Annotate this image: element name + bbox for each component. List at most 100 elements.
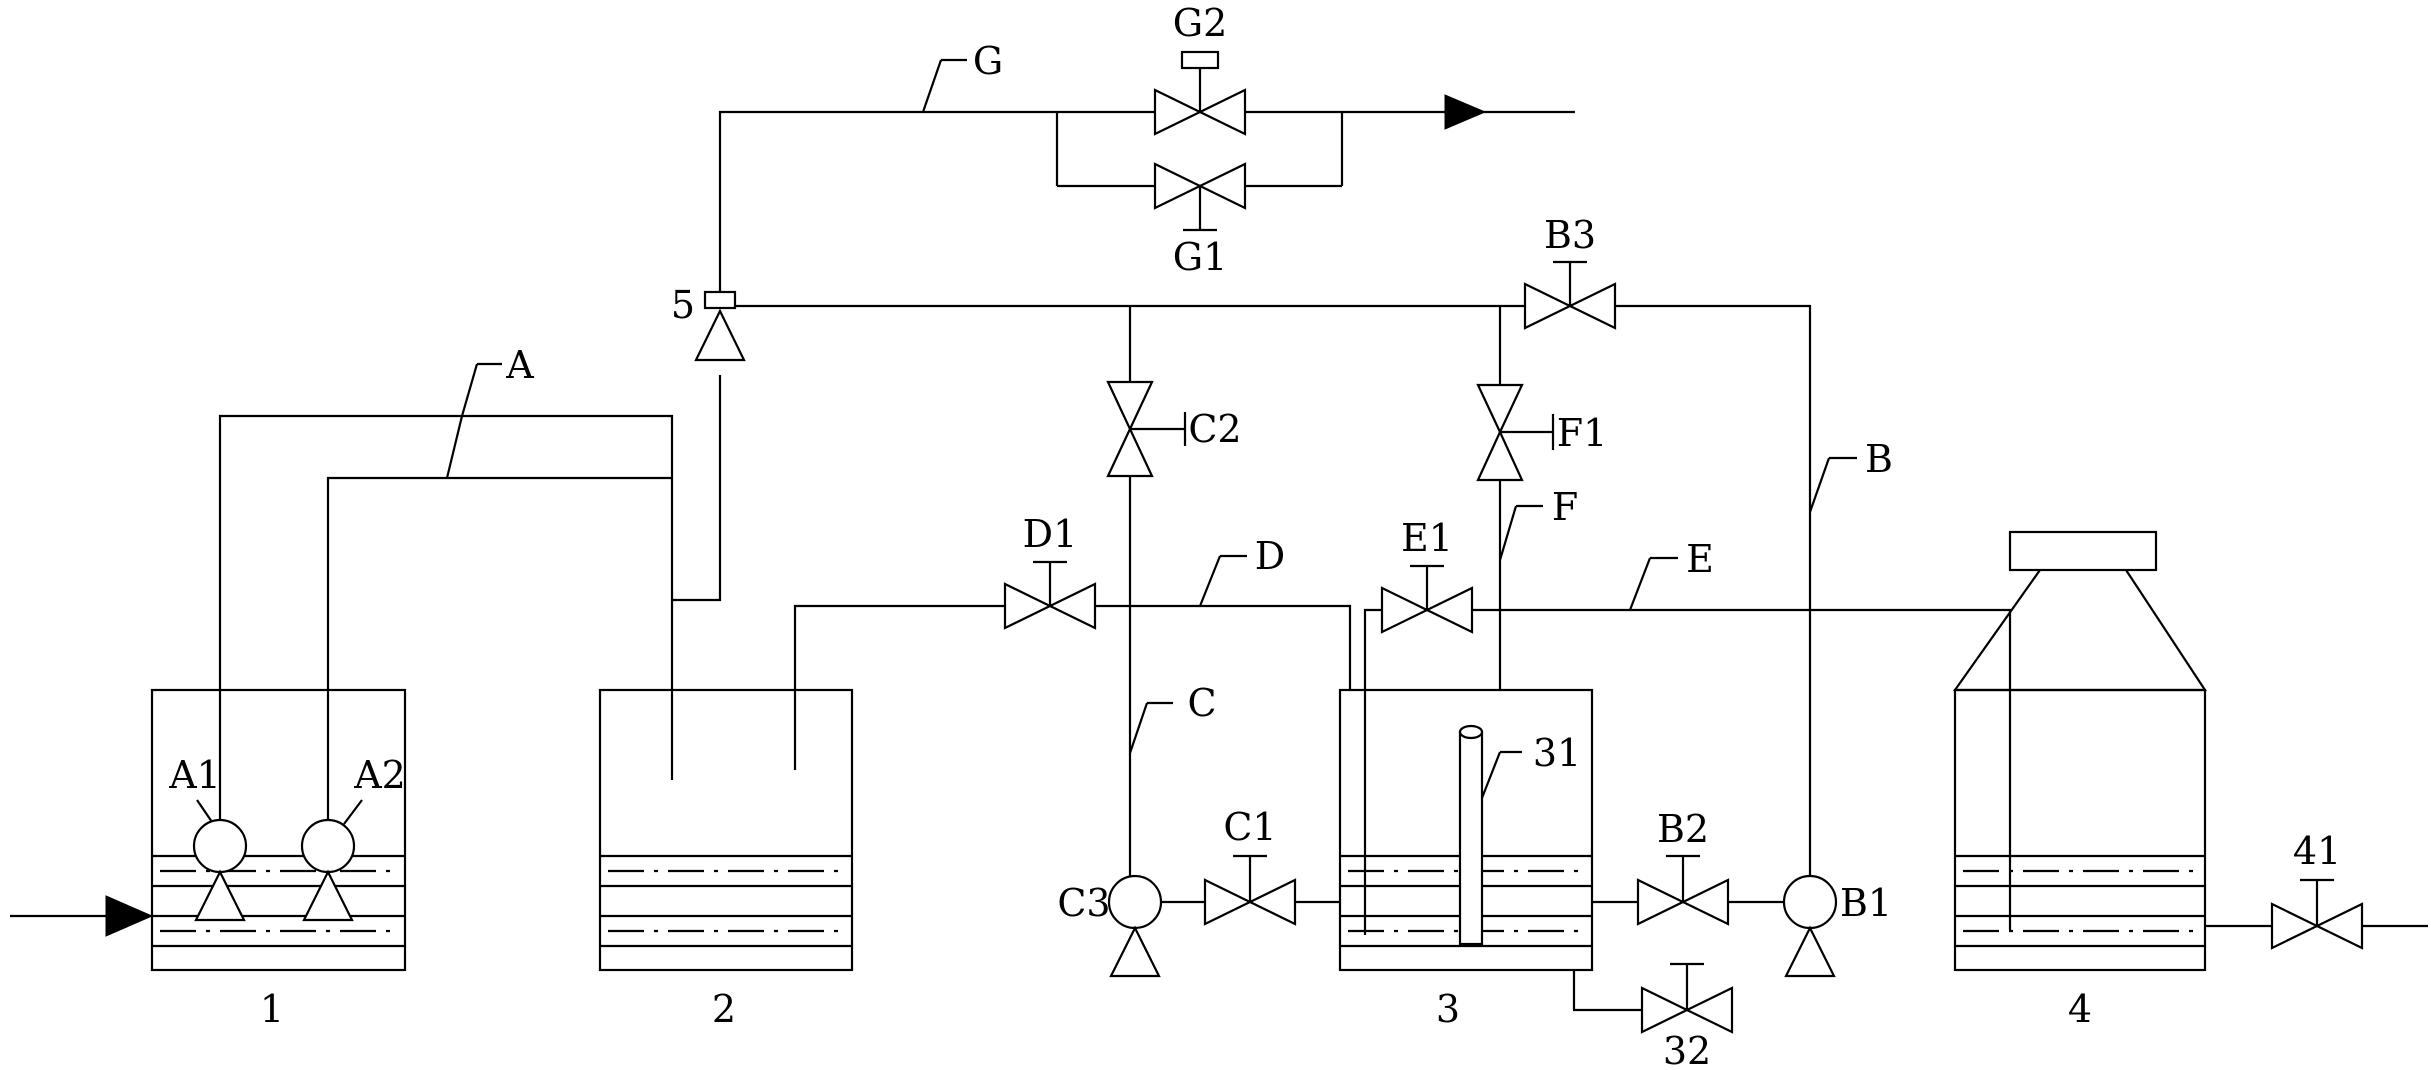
pump-B1-label: B1: [1840, 881, 1892, 925]
valve-41-icon: [2314, 902, 2364, 950]
tank-4-body: [1953, 688, 2207, 972]
tank-2-body: [598, 688, 854, 972]
valve-G2-icon: [1197, 88, 1247, 136]
valve-32[interactable]: 32: [1640, 962, 1734, 1070]
tank-4-top-cap: [2008, 530, 2158, 572]
valve-E1[interactable]: E1: [1380, 516, 1474, 634]
tank-4: 4: [1952, 530, 2208, 1031]
pump-B1: B1: [1782, 874, 1892, 978]
valve-D1-label: D1: [1023, 512, 1078, 556]
pump-A2-leader: [343, 799, 363, 825]
valve-G1-label: G1: [1173, 235, 1228, 279]
line-C-leader: [1128, 702, 1149, 754]
tank-1-body: [150, 688, 407, 972]
valve-C1-label: C1: [1223, 805, 1276, 849]
line-E-leader: [1628, 557, 1652, 611]
valve-G1-icon: [1197, 162, 1247, 210]
mixer-5-label: 5: [671, 283, 695, 327]
pump-A1: A1: [168, 753, 248, 922]
line-F-label: F: [1552, 485, 1578, 529]
pump-B1-base-icon: [1784, 925, 1836, 978]
valve-F1-label: F1: [1557, 411, 1608, 455]
line-G-leader: [921, 59, 943, 113]
pump-A1-leader: [196, 799, 213, 823]
drain-pipe: [1572, 970, 1642, 1012]
valve-G2-icon: [1153, 88, 1203, 136]
valve-F1-icon: [1476, 429, 1524, 482]
tank-1: 1: [150, 688, 407, 1031]
line-A-leader: [445, 415, 464, 479]
inner-tube-31: 31: [1458, 724, 1581, 946]
tank-3-label: 3: [1436, 987, 1460, 1031]
valve-B3-label: B3: [1544, 213, 1596, 257]
line-F-leader: [1498, 505, 1518, 561]
valve-41-label: 41: [2293, 829, 2341, 873]
valve-B2-label: B2: [1657, 807, 1709, 851]
valve-F1[interactable]: F1: [1476, 383, 1608, 482]
tank-4-label: 4: [2068, 987, 2092, 1031]
valve-C2[interactable]: C2: [1106, 380, 1242, 478]
valve-B3-icon: [1567, 282, 1617, 330]
valve-B2-icon: [1636, 878, 1686, 926]
valve-32-icon: [1640, 986, 1690, 1034]
mixer-5: 5: [671, 283, 746, 362]
line-E: [1472, 608, 2012, 930]
valve-B2[interactable]: B2: [1636, 807, 1730, 926]
line-G-arrow-icon: [1444, 94, 1487, 130]
pump-A1-icon: [192, 818, 248, 874]
valve-D1-icon: [1047, 582, 1097, 630]
pump-C3: C3: [1057, 874, 1163, 978]
valve-32-label: 32: [1663, 1029, 1711, 1070]
tank-4-cone: [1952, 569, 2208, 692]
inner-tube-body: [1458, 730, 1484, 946]
valve-B3[interactable]: B3: [1523, 213, 1617, 330]
mixer-5-icon: [694, 308, 746, 362]
tank-1-label: 1: [260, 987, 284, 1031]
tank-3-body: [1338, 688, 1594, 972]
line-B: [1610, 304, 1812, 890]
tank-2-label: 2: [712, 987, 736, 1031]
line-D-right: [1096, 604, 1352, 690]
valve-C2-label: C2: [1188, 407, 1241, 451]
line-A-inner: [326, 476, 672, 820]
valve-D1[interactable]: D1: [1003, 512, 1097, 630]
valve-D1-icon: [1003, 582, 1053, 630]
valve-E1-icon: [1380, 586, 1430, 634]
pump-A1-label: A1: [168, 753, 221, 797]
pump-A2: A2: [300, 753, 406, 922]
inner-tube-leader: [1480, 751, 1502, 799]
valve-E1-icon: [1424, 586, 1474, 634]
valve-G2-actuator-icon: [1180, 50, 1220, 70]
valve-B2-icon: [1680, 878, 1730, 926]
inner-tube-label: 31: [1533, 731, 1581, 775]
line-E-left: [1363, 608, 1382, 935]
tank-2-to-mixer-pipe: [672, 375, 722, 602]
valve-G1-icon: [1153, 162, 1203, 210]
line-E-label: E: [1686, 537, 1714, 581]
valve-G1[interactable]: G1: [1153, 162, 1247, 279]
line-G-label: G: [973, 39, 1003, 83]
pump-A1-base-icon: [194, 869, 246, 922]
valve-B3-icon: [1523, 282, 1573, 330]
mixer-5-cap: [703, 290, 737, 310]
valve-C1-icon: [1247, 878, 1297, 926]
line-A-leader: [460, 363, 479, 417]
pump-A2-icon: [300, 818, 356, 874]
valve-C1-icon: [1203, 878, 1253, 926]
valve-32-icon: [1684, 986, 1734, 1034]
valve-C2-icon: [1106, 426, 1154, 478]
inlet-arrow-icon: [105, 895, 154, 937]
pump-A2-base-icon: [302, 869, 354, 922]
valve-41[interactable]: 41: [2270, 829, 2364, 950]
valve-C1[interactable]: C1: [1203, 805, 1297, 926]
pump-C3-label: C3: [1057, 881, 1110, 925]
line-B-label: B: [1865, 437, 1893, 481]
valve-G2-label: G2: [1173, 1, 1228, 45]
line-C-label: C: [1187, 681, 1216, 725]
line-D-left: [793, 604, 1005, 770]
line-G: [718, 110, 1575, 292]
pump-C3-icon: [1107, 874, 1163, 930]
pump-A2-label: A2: [353, 753, 406, 797]
valve-G2[interactable]: G2: [1153, 1, 1247, 136]
